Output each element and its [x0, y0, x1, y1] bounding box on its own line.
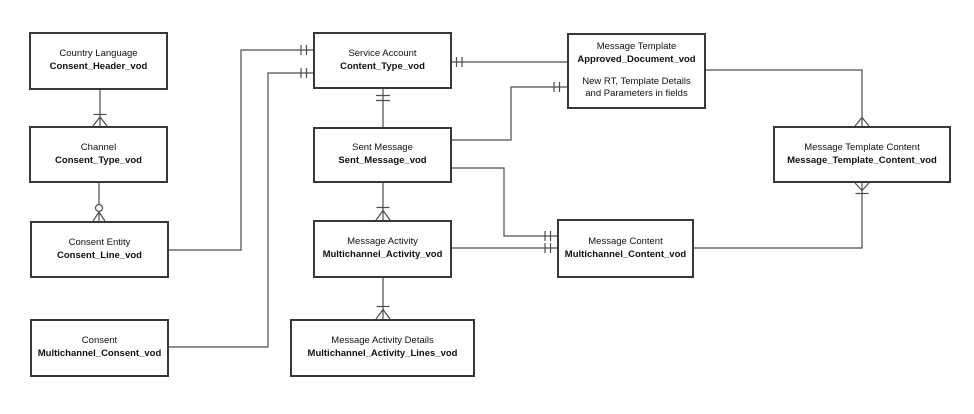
double-tick-icon	[376, 94, 390, 102]
connector-message-template-template-content	[706, 69, 870, 127]
entity-service-account: Service Account Content_Type_vod	[313, 32, 452, 89]
connector-message-activity-message-content	[452, 243, 557, 253]
connector-channel-consent-entity	[92, 183, 106, 222]
crow-foot-icon	[375, 309, 391, 320]
entity-api-name: Message_Template_Content_vod	[787, 154, 937, 166]
entity-title: Consent	[81, 335, 118, 347]
ring-icon	[94, 203, 104, 213]
entity-title: Service Account	[348, 47, 417, 59]
entity-api-name: Multichannel_Activity_Lines_vod	[307, 348, 458, 359]
entity-api-name: Multichannel_Consent_vod	[37, 348, 162, 359]
entity-message-activity-details: Message Activity Details Multichannel_Ac…	[290, 319, 475, 377]
entity-api-name: Sent_Message_vod	[338, 155, 427, 166]
crow-foot-icon	[92, 211, 106, 222]
entity-message-content: Message Content Multichannel_Content_vod	[557, 219, 694, 278]
connector-message-content-template-content	[693, 182, 870, 249]
connector-sent-message-message-template	[452, 82, 567, 141]
entity-title: Message Template Content	[804, 141, 920, 153]
connector-consent-entity-service-account	[169, 45, 313, 251]
connector-country-language-channel	[92, 90, 108, 127]
double-tick-icon	[300, 68, 308, 78]
entity-api-name: Multichannel_Content_vod	[564, 248, 687, 260]
entity-title: Message Activity Details	[331, 335, 434, 347]
entity-message-template-content: Message Template Content Message_Templat…	[773, 126, 951, 183]
entity-api-name: Consent_Type_vod	[55, 154, 142, 166]
entity-api-name: Consent_Header_vod	[49, 61, 148, 72]
entity-api-name: Content_Type_vod	[340, 60, 425, 72]
entity-title: Consent Entity	[68, 236, 131, 248]
entity-title: Channel	[80, 141, 117, 153]
entity-title: Message Activity	[347, 236, 418, 248]
crow-foot-icon	[375, 210, 391, 221]
entity-sent-message: Sent Message Sent_Message_vod	[313, 127, 452, 183]
entity-country-language: Country Language Consent_Header_vod	[29, 32, 168, 90]
double-tick-icon	[455, 57, 463, 67]
connector-service-account-message-template	[452, 57, 567, 67]
entity-title: Message Template	[596, 41, 677, 53]
entity-title: Country Language	[59, 48, 138, 60]
entity-api-name: Consent_Line_vod	[57, 249, 142, 261]
crow-foot-icon	[854, 117, 870, 127]
connector-sent-message-message-content	[452, 167, 557, 241]
entity-channel: Channel Consent_Type_vod	[29, 126, 168, 183]
connector-message-activity-details	[375, 278, 391, 320]
entity-message-activity: Message Activity Multichannel_Activity_v…	[313, 220, 452, 278]
entity-api-name: Multichannel_Activity_vod	[322, 249, 443, 260]
double-tick-icon	[300, 45, 308, 55]
crow-foot-icon	[854, 182, 870, 191]
crow-foot-icon	[92, 116, 108, 127]
connector-sent-message-message-activity	[375, 183, 391, 221]
double-tick-icon	[544, 231, 552, 241]
entity-note: New RT, Template Details and Parameters …	[582, 76, 690, 101]
connector-consent-service-account	[169, 68, 313, 348]
double-tick-icon	[544, 243, 552, 253]
entity-title: Message Content	[588, 235, 663, 247]
double-tick-icon	[553, 82, 561, 92]
connector-service-account-sent-message	[376, 89, 390, 127]
entity-note-line: New RT, Template Details	[582, 75, 691, 87]
entity-title: Sent Message	[352, 142, 413, 154]
entity-note-line: and Parameters in fields	[585, 88, 688, 100]
entity-message-template: Message Template Approved_Document_vod N…	[567, 33, 706, 109]
entity-api-name: Approved_Document_vod	[577, 53, 696, 65]
entity-consent-entity: Consent Entity Consent_Line_vod	[30, 221, 169, 278]
entity-consent: Consent Multichannel_Consent_vod	[30, 319, 169, 377]
